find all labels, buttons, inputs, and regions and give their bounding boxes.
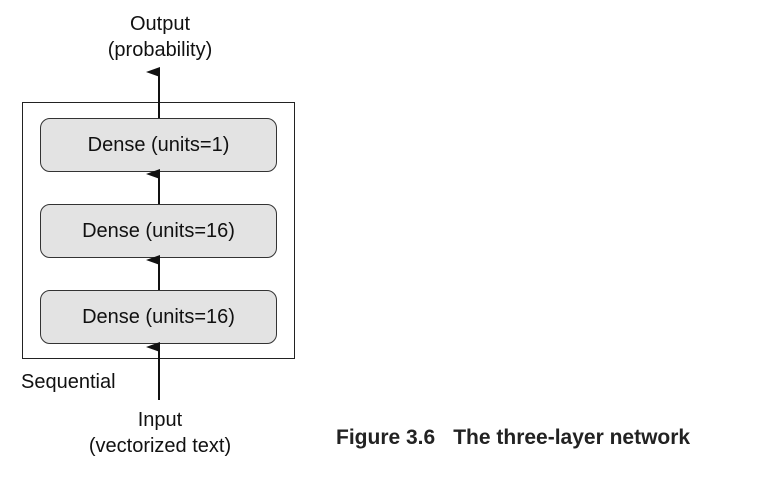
dense-layer-output: Dense (units=1) xyxy=(40,118,277,172)
output-label: Output (probability) xyxy=(80,11,240,63)
input-label: Input (vectorized text) xyxy=(70,407,250,459)
output-subtitle: (probability) xyxy=(107,39,213,61)
input-subtitle: (vectorized text) xyxy=(88,435,232,457)
figure-caption: Figure 3.6 The three-layer network xyxy=(336,426,690,450)
dense-layer-hidden-1: Dense (units=16) xyxy=(40,290,277,344)
input-title: Input xyxy=(137,409,183,431)
dense-layer-hidden-2: Dense (units=16) xyxy=(40,204,277,258)
figure-title: The three-layer network xyxy=(453,426,691,449)
output-title: Output xyxy=(129,13,191,35)
figure-number: Figure 3.6 xyxy=(336,426,436,449)
sequential-label: Sequential xyxy=(21,371,116,393)
